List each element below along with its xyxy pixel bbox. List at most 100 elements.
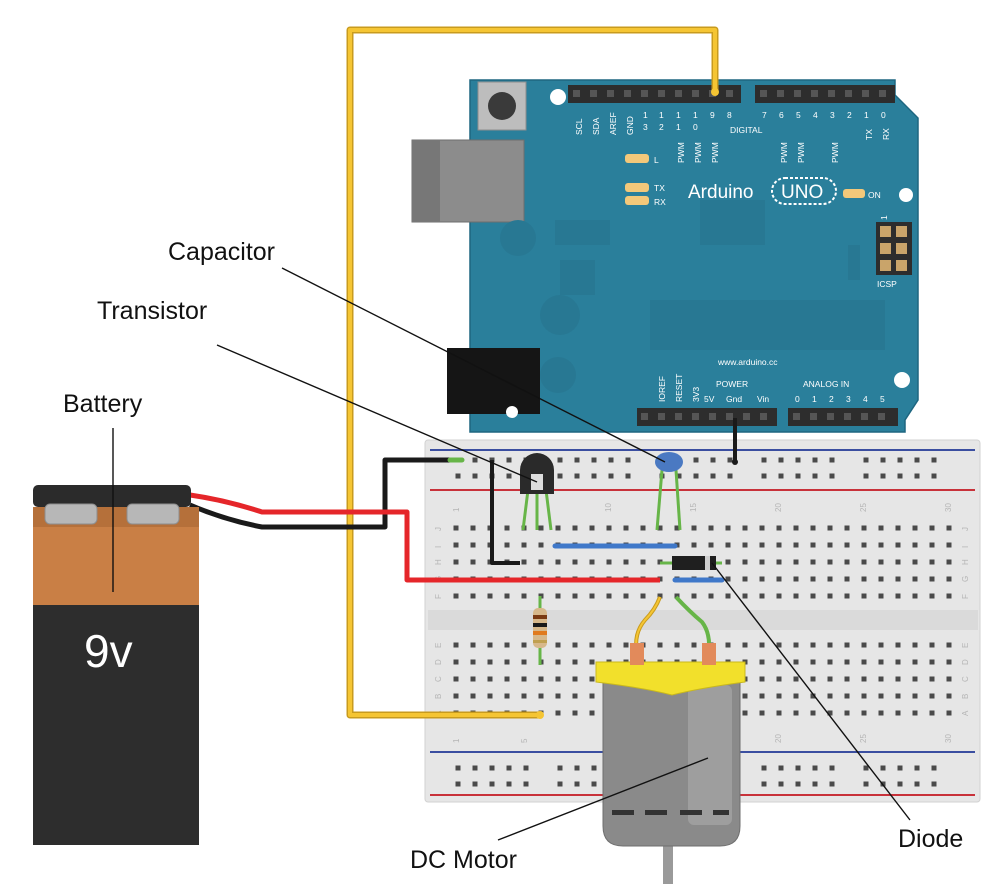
col-number-20-bottom: 20 [774,734,783,743]
breadboard-hole [555,525,561,531]
breadboard-hole [912,676,918,682]
breadboard-hole [506,473,512,479]
pin-label-3v3: 3V3 [691,387,701,402]
breadboard-hole [572,593,578,599]
breadboard-hole [776,676,782,682]
breadboard-hole [640,559,646,565]
pin-label-5v: 5V [704,394,715,404]
breadboard-hole [946,659,952,665]
breadboard-column-numbers-bottom: 1 5 20 25 30 [452,734,953,743]
pin-number-13b: 3 [643,122,648,132]
pin-number-9: 9 [710,110,715,120]
header-pin [811,90,818,97]
pin-number-11: 1 [676,110,681,120]
breadboard-hole [523,781,529,787]
capacitor-lead [674,469,682,531]
pin-label-tx: TX [864,129,874,140]
transistor-lead [544,489,553,531]
breadboard-hole [555,676,561,682]
row-letter-H: H [434,559,443,565]
breadboard-hole [929,559,935,565]
breadboard-hole [776,693,782,699]
breadboard-hole [895,525,901,531]
breadboard-hole [742,559,748,565]
breadboard-row-letters-right: J I H G F E D C B A [961,527,970,716]
breadboard-hole [895,542,901,548]
breadboard-hole [929,659,935,665]
breadboard-hole [827,710,833,716]
header-pin [845,90,852,97]
breadboard-hole [487,593,493,599]
breadboard-hole [487,642,493,648]
row-letter-J: J [434,527,443,531]
header-pin [828,90,835,97]
row-letter-G-right: G [961,576,970,582]
pin-label-a4: 4 [863,394,868,404]
breadboard-hole [453,693,459,699]
breadboard-hole [795,473,801,479]
breadboard-hole [863,473,869,479]
breadboard-hole [506,765,512,771]
battery-terminal-positive [126,503,180,525]
breadboard-hole [793,710,799,716]
row-letter-H-right: H [961,559,970,565]
breadboard-hole [725,593,731,599]
breadboard-hole [914,473,920,479]
breadboard-hole [455,473,461,479]
breadboard-hole [861,676,867,682]
breadboard-hole [623,593,629,599]
breadboard-hole [623,525,629,531]
breadboard-hole [557,765,563,771]
header-pin [743,413,750,420]
col-number-1: 1 [452,507,461,512]
breadboard-hole [946,593,952,599]
breadboard-hole [557,473,563,479]
breadboard-hole [810,593,816,599]
breadboard-hole [608,457,614,463]
breadboard-hole [572,693,578,699]
breadboard-hole [727,457,733,463]
breadboard-hole [572,710,578,716]
breadboard-hole [827,642,833,648]
battery-body-copper [33,525,199,607]
breadboard-hole [470,559,476,565]
breadboard-hole [657,593,663,599]
breadboard-hole [455,765,461,771]
pwm-label-11: PWM [676,142,686,163]
breadboard-hole [895,710,901,716]
breadboard-hole [742,576,748,582]
breadboard-hole [844,659,850,665]
header-pin [692,90,699,97]
breadboard-hole [946,576,952,582]
breadboard-hole [674,593,680,599]
motor-vent [713,810,729,815]
pin-label-gnd: GND [625,116,635,135]
breadboard-hole [574,765,580,771]
breadboard-hole [574,473,580,479]
breadboard-hole [861,559,867,565]
breadboard-hole [487,693,493,699]
breadboard-hole [793,593,799,599]
breadboard-hole [829,473,835,479]
breadboard-hole [878,642,884,648]
breadboard-hole [861,542,867,548]
breadboard-hole [778,765,784,771]
breadboard-hole [674,525,680,531]
breadboard-hole [776,576,782,582]
breadboard-hole [946,525,952,531]
breadboard-hole [827,559,833,565]
breadboard-hole [710,473,716,479]
breadboard-hole [795,457,801,463]
breadboard-hole [591,457,597,463]
analog-pin-labels: ANALOG IN 0 1 2 3 4 5 [795,379,885,404]
diode-band [705,556,710,570]
col-number-5-bottom: 5 [520,738,529,743]
resistor [533,596,547,665]
breadboard-hole [759,642,765,648]
breadboard-hole [693,473,699,479]
breadboard-hole [606,525,612,531]
breadboard-column-numbers-top: 1 10 15 20 25 30 [452,503,953,512]
breadboard-hole [742,542,748,548]
breadboard-hole [812,457,818,463]
breadboard-hole [623,559,629,565]
